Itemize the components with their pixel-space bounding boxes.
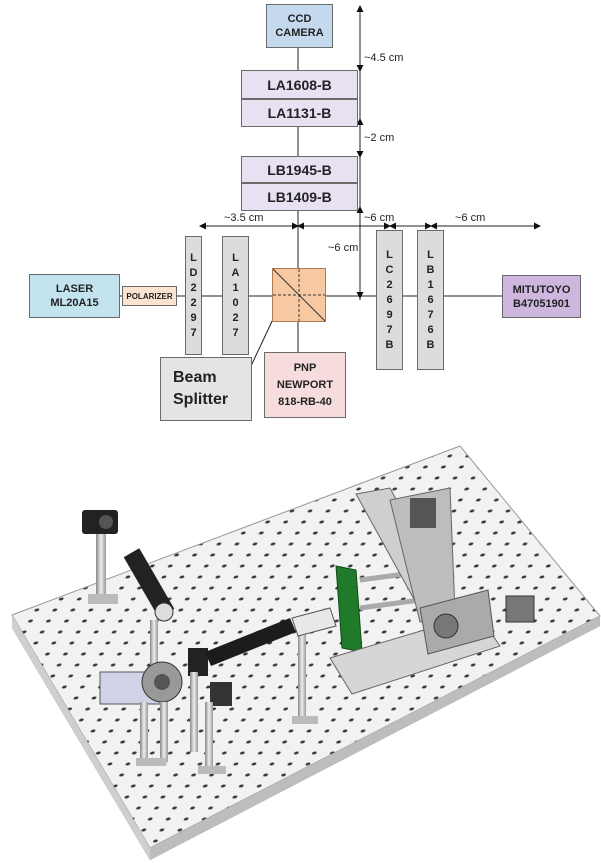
ld2297-char: 2 — [190, 296, 196, 311]
lb1676b-char: 6 — [427, 323, 433, 338]
dimension-6cm-vertical: ~6 cm — [328, 242, 358, 254]
lb1676b-char: B — [427, 338, 435, 353]
cube-inner-lines — [273, 269, 325, 321]
ld2297-char: 2 — [190, 281, 196, 296]
lb1676b-char: 6 — [427, 293, 433, 308]
pnp-label-1: PNP — [294, 360, 317, 377]
dimension-4-5cm: ~4.5 cm — [364, 52, 403, 64]
lens-la1131b-label: LA1131-B — [268, 105, 332, 121]
lc2697b-char: C — [386, 263, 394, 278]
lb1676b-char: 1 — [427, 278, 433, 293]
ld2297-char: D — [190, 266, 198, 281]
la1027-char: 0 — [232, 296, 238, 311]
beam-splitter-label-1: Beam — [173, 367, 217, 389]
optical-bench-render — [0, 440, 601, 863]
lens-lb1945b-label: LB1945-B — [267, 162, 332, 178]
lens-ld2297: L D 2 2 9 7 — [185, 236, 202, 355]
beam-splitter-label-2: Splitter — [173, 389, 228, 411]
polarizer-label: POLARIZER — [126, 292, 172, 301]
laser-label-1: LASER — [56, 282, 93, 296]
lc2697b-char: 7 — [386, 323, 392, 338]
mitutoyo-label-1: MITUTOYO — [513, 283, 571, 297]
lens-lb1945b: LB1945-B — [241, 156, 358, 183]
mitutoyo-label-2: B47051901 — [513, 297, 570, 311]
beam-splitter-label-box: Beam Splitter — [160, 357, 252, 421]
lc2697b-char: 6 — [386, 293, 392, 308]
pnp-label-2: NEWPORT — [277, 377, 333, 394]
la1027-char: 7 — [232, 326, 238, 341]
lc2697b-char: 9 — [386, 308, 392, 323]
lb1676b-char: B — [427, 263, 435, 278]
pnp-label-3: 818-RB-40 — [278, 394, 332, 411]
polarizer-box: POLARIZER — [122, 286, 177, 306]
la1027-char: A — [232, 266, 240, 281]
lens-la1027: L A 1 0 2 7 — [222, 236, 249, 355]
ccd-camera-label-1: CCD — [288, 12, 312, 26]
la1027-char: L — [232, 251, 239, 266]
ccd-camera-label-2: CAMERA — [275, 26, 323, 40]
lb1676b-char: L — [427, 248, 434, 263]
lens-la1608b-label: LA1608-B — [267, 77, 332, 93]
lc2697b-char: L — [386, 248, 393, 263]
ccd-camera-box: CCD CAMERA — [266, 4, 333, 48]
lc2697b-char: B — [386, 338, 394, 353]
dimension-2cm: ~2 cm — [364, 132, 394, 144]
la1027-char: 2 — [232, 311, 238, 326]
pnp-newport-box: PNP NEWPORT 818-RB-40 — [264, 352, 346, 418]
lc2697b-char: 2 — [386, 278, 392, 293]
dimension-6cm-top: ~6 cm — [364, 212, 394, 224]
laser-label-2: ML20A15 — [50, 296, 98, 310]
ld2297-char: 7 — [190, 326, 196, 341]
lens-lb1676b: L B 1 6 7 6 B — [417, 230, 444, 370]
dimension-3-5cm: ~3.5 cm — [224, 212, 263, 224]
ld2297-char: 9 — [190, 311, 196, 326]
ld2297-char: L — [190, 251, 197, 266]
beam-splitter-cube — [272, 268, 326, 322]
lb1676b-char: 7 — [427, 308, 433, 323]
la1027-char: 1 — [232, 281, 238, 296]
lens-la1131b: LA1131-B — [241, 99, 358, 127]
lens-lc2697b: L C 2 6 9 7 B — [376, 230, 403, 370]
lens-lb1409b-label: LB1409-B — [267, 189, 332, 205]
laser-box: LASER ML20A15 — [29, 274, 120, 318]
optical-setup-diagram: CCD CAMERA LA1608-B LA1131-B LB1945-B LB… — [0, 0, 601, 430]
lens-lb1409b: LB1409-B — [241, 183, 358, 211]
lens-la1608b: LA1608-B — [241, 70, 358, 99]
mitutoyo-box: MITUTOYO B47051901 — [502, 275, 581, 318]
dimension-6cm-right: ~6 cm — [455, 212, 485, 224]
